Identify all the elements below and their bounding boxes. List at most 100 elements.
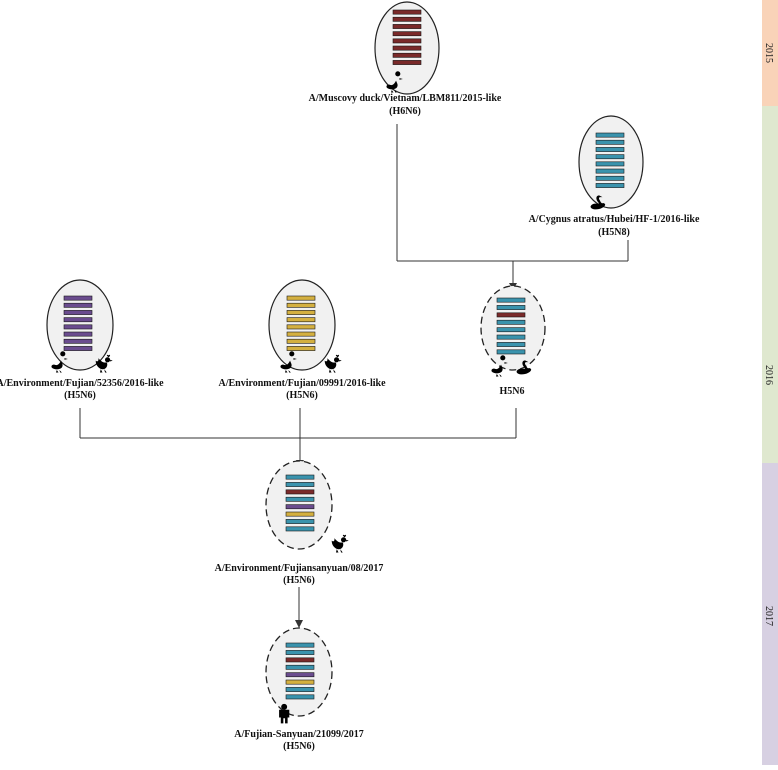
gene-segment: [392, 9, 422, 15]
gene-segment: [286, 317, 316, 323]
gene-segment: [285, 504, 315, 510]
virus-node-h6n6: A/Muscovy duck/Vietnam/LBM811/2015-like …: [309, 1, 502, 117]
gene-segment: [285, 650, 315, 655]
gene-segment: [595, 168, 625, 174]
node-subtype: H5N6: [500, 386, 525, 397]
year-label-2017: 2017: [763, 606, 774, 626]
gene-segment: [286, 310, 316, 315]
gene-segment: [285, 687, 315, 692]
host-icons: [590, 195, 606, 210]
gene-segment: [286, 338, 316, 344]
gene-segment: [285, 511, 315, 517]
swan-icon: [516, 360, 532, 375]
gene-segment: [285, 482, 315, 487]
gene-segment: [496, 305, 526, 310]
gene-segment: [392, 60, 422, 65]
gene-segment: [286, 331, 316, 337]
year-band-2016: [762, 106, 778, 463]
gene-segment: [285, 694, 315, 700]
gene-segments: [285, 642, 315, 700]
year-label-2016: 2016: [763, 365, 774, 385]
gene-segment: [496, 342, 526, 347]
gene-segments: [285, 474, 315, 532]
node-label: A/Environment/Fujiansanyuan/08/2017: [215, 563, 384, 574]
duck-icon: [491, 355, 508, 377]
node-subtype: (H5N6): [286, 390, 318, 401]
gene-segment: [63, 346, 93, 351]
gene-segment: [392, 52, 422, 58]
virus-node-fujian-sanyuan: A/Fujian-Sanyuan/21099/2017 (H5N6): [234, 627, 364, 752]
virus-node-fujiansanyuan: A/Environment/Fujiansanyuan/08/2017 (H5N…: [215, 460, 384, 586]
gene-segment: [595, 154, 625, 160]
arrowhead-sanyuan: [295, 620, 303, 628]
node-shell: [265, 627, 333, 717]
gene-segments: [286, 295, 316, 351]
swan-icon: [590, 195, 606, 210]
duck-icon: [280, 351, 297, 373]
gene-segment: [63, 310, 93, 315]
gene-segment: [392, 31, 422, 37]
lineage-connectors: [79, 124, 629, 628]
node-subtype: (H5N6): [283, 575, 315, 586]
gene-segment: [496, 349, 526, 355]
gene-segment: [285, 642, 315, 648]
virus-node-h5n8: A/Cygnus atratus/Hubei/HF-1/2016-like (H…: [529, 115, 700, 238]
virus-node-env52356: A/Environment/Fujian/52356/2016-like (H5…: [0, 279, 164, 401]
gene-segment: [285, 496, 315, 502]
host-icons: [331, 534, 349, 553]
gene-segment: [392, 38, 422, 44]
gene-segment: [285, 489, 315, 495]
node-label: A/Muscovy duck/Vietnam/LBM811/2015-like: [309, 93, 502, 104]
duck-icon: [51, 351, 68, 373]
gene-segment: [595, 139, 625, 145]
gene-segment: [392, 24, 422, 29]
gene-segment: [392, 16, 422, 22]
node-label: A/Fujian-Sanyuan/21099/2017: [234, 729, 363, 740]
gene-segment: [595, 132, 625, 138]
host-icons: [280, 351, 342, 373]
node-label: A/Cygnus atratus/Hubei/HF-1/2016-like: [529, 214, 700, 225]
gene-segment: [63, 338, 93, 344]
gene-segment: [496, 334, 526, 340]
gene-segment: [496, 327, 526, 333]
gene-segment: [285, 657, 315, 663]
gene-segment: [285, 526, 315, 532]
gene-segment: [496, 319, 526, 325]
gene-segment: [286, 346, 316, 351]
gene-segment: [496, 312, 526, 318]
gene-segment: [595, 183, 625, 188]
gene-segments: [595, 132, 625, 188]
year-bands: 2015 2016 2017: [762, 0, 778, 765]
gene-segment: [286, 324, 316, 330]
gene-segment: [496, 297, 526, 303]
gene-segment: [286, 295, 316, 301]
gene-segment: [285, 519, 315, 524]
host-icons: [279, 703, 290, 724]
chicken-icon: [324, 354, 342, 373]
gene-segments: [496, 297, 526, 355]
gene-segment: [595, 161, 625, 167]
gene-segment: [285, 474, 315, 480]
duck-icon: [386, 71, 403, 93]
virus-node-env09991: A/Environment/Fujian/09991/2016-like (H5…: [218, 279, 386, 401]
gene-segment: [595, 147, 625, 152]
gene-segment: [595, 175, 625, 181]
node-subtype: (H6N6): [389, 106, 421, 117]
gene-segment: [392, 45, 422, 51]
gene-segment: [63, 295, 93, 301]
host-icons: [51, 351, 113, 373]
node-label: A/Environment/Fujian/52356/2016-like: [0, 378, 164, 389]
node-subtype: (H5N6): [64, 390, 96, 401]
year-label-2015: 2015: [763, 43, 774, 63]
node-label: A/Environment/Fujian/09991/2016-like: [218, 378, 386, 389]
human-icon: [279, 703, 290, 724]
year-band-2017: [762, 463, 778, 765]
node-subtype: (H5N8): [598, 227, 630, 238]
gene-segment: [63, 331, 93, 337]
gene-segment: [285, 664, 315, 670]
gene-segments: [392, 9, 422, 65]
chicken-icon: [95, 354, 113, 373]
gene-segment: [286, 302, 316, 308]
gene-segment: [285, 679, 315, 685]
